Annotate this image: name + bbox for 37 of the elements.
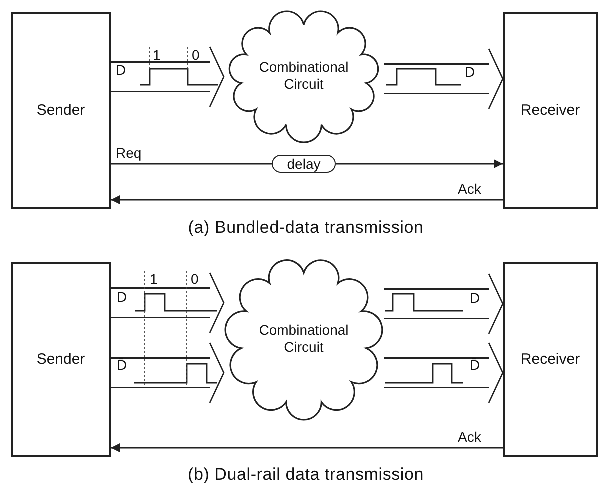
bus-arrow — [384, 342, 504, 404]
block-label: Receiver — [520, 351, 580, 368]
signal-label: Ack — [458, 430, 482, 444]
caption: (b) Dual-rail data transmission — [188, 466, 424, 483]
signal-label: D — [117, 290, 128, 304]
delay-element — [272, 155, 336, 173]
signal-label: Ack — [458, 182, 482, 196]
bus-arrow — [384, 273, 504, 335]
signal-label: Req — [116, 146, 142, 160]
block-label: Sender — [36, 351, 86, 368]
signal-arrow — [336, 160, 503, 168]
bit-label: 0 — [192, 48, 200, 62]
bit-label: 1 — [153, 48, 161, 62]
signal-arrow — [111, 196, 503, 204]
block-box — [11, 12, 111, 209]
signal-line — [111, 163, 272, 165]
bus-arrow — [111, 272, 225, 334]
block-box — [503, 12, 598, 209]
signal-arrow — [111, 444, 503, 452]
bus-arrow — [111, 46, 225, 108]
bus-arrow — [384, 48, 504, 110]
cloud-label: Combinational Circuit — [258, 322, 350, 356]
bit-label: 0 — [191, 272, 199, 286]
signal-label: D — [470, 291, 480, 305]
block-box — [11, 262, 111, 457]
cloud-label: Combinational Circuit — [258, 59, 350, 93]
signal-label: D — [116, 63, 126, 77]
delay-label: delay — [287, 156, 321, 172]
caption: (a) Bundled-data transmission — [188, 219, 424, 236]
bus-arrow — [111, 342, 225, 404]
signal-label: D̄ — [117, 358, 128, 372]
block-label: Receiver — [520, 102, 580, 119]
signal-label: D — [465, 65, 476, 79]
bit-label: 1 — [150, 272, 158, 286]
signal-label: D̄ — [470, 358, 480, 372]
block-label: Sender — [36, 102, 86, 119]
block-box — [503, 262, 598, 457]
